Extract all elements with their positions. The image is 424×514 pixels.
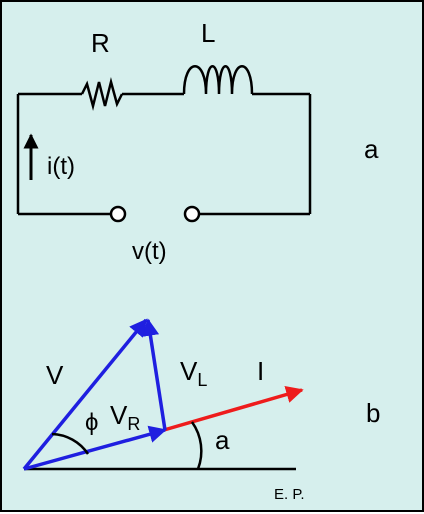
vl-label: VL [180,356,207,390]
v-phasor [22,318,148,471]
credit-text: E. P. [274,486,305,503]
circuit [16,65,312,216]
terminal-right [183,205,201,223]
resistor [80,77,124,111]
current-phasor [163,385,304,432]
a-angle-arc [190,421,203,470]
vr-phasor [23,425,167,471]
resistor-label: R [91,28,110,58]
angle-a-label: a [215,425,230,455]
voltage-label: v(t) [132,238,167,265]
phi-angle-arc [51,432,90,455]
vl-label-sub: L [197,370,207,390]
inductor-label: L [201,18,215,48]
terminal-left [109,205,127,223]
vl-label-main: V [180,356,198,386]
current-label: i(t) [47,153,75,180]
v-label: V [46,360,64,390]
phi-label: ϕ [85,409,98,436]
vr-label: VR [110,400,140,434]
vr-label-sub: R [127,414,140,434]
inductor [182,65,254,95]
panel-label-b: b [366,398,380,428]
vl-phasor [141,318,167,431]
panel-label-a: a [364,134,379,164]
vr-label-main: V [110,400,128,430]
i-label: I [257,356,264,386]
